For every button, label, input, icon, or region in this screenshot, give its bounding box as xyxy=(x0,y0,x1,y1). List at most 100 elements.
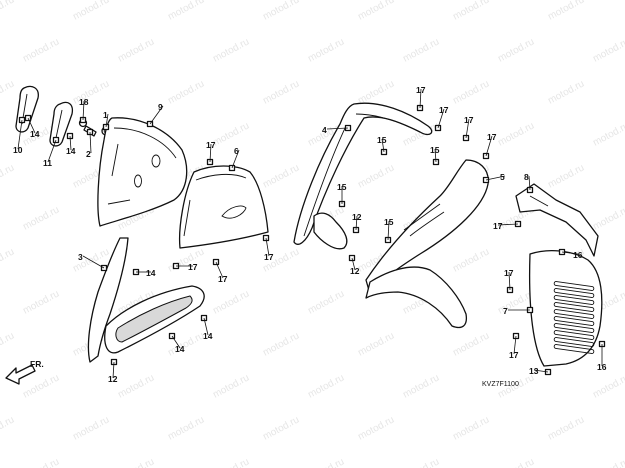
callout-number: 17 xyxy=(264,252,274,262)
watermark-text: motod.ru xyxy=(591,120,625,148)
watermark-text: motod.ru xyxy=(591,36,625,64)
watermark-text: motod.ru xyxy=(166,414,206,442)
leader-line xyxy=(465,118,470,139)
callout-number: 9 xyxy=(158,102,163,112)
callout-number: 17 xyxy=(218,274,228,284)
callout-number: 2 xyxy=(86,149,91,159)
watermark-text: motod.ru xyxy=(356,330,396,358)
leader-line xyxy=(265,237,270,257)
watermark-text: motod.ru xyxy=(546,78,586,106)
direction-label: FR. xyxy=(30,359,44,369)
callout-number: 17 xyxy=(493,221,503,231)
part-11-oval-lens xyxy=(49,101,74,147)
part-8-bracket xyxy=(515,183,599,257)
leader-line xyxy=(528,175,531,191)
callout-number: 17 xyxy=(504,268,514,278)
watermark-text: motod.ru xyxy=(261,162,301,190)
callout-number: 12 xyxy=(352,212,362,222)
callout-number: 17 xyxy=(509,350,519,360)
leader-line xyxy=(381,138,385,153)
watermark-text: motod.ru xyxy=(401,372,441,400)
leader-line xyxy=(326,127,349,130)
grille-slot xyxy=(553,337,595,347)
watermark-text: motod.ru xyxy=(211,36,251,64)
watermark-text: motod.ru xyxy=(306,36,346,64)
callout-number: 11 xyxy=(43,158,52,168)
callout-number: 14 xyxy=(30,129,40,139)
watermark-text: motod.ru xyxy=(21,204,61,232)
watermark-text: motod.ru xyxy=(496,36,536,64)
watermark-text: motod.ru xyxy=(261,414,301,442)
callout-number: 8 xyxy=(524,172,529,182)
watermark-text: motod.ru xyxy=(451,330,491,358)
callout-number: 17 xyxy=(206,140,216,150)
leader-line xyxy=(508,271,511,291)
part-7-grille-panel xyxy=(528,249,603,367)
grille-slot xyxy=(553,323,595,333)
leader-line xyxy=(82,100,85,121)
leader-line xyxy=(17,119,23,150)
leader-line xyxy=(351,257,356,271)
watermark-text: motod.ru xyxy=(356,78,396,106)
leader-line xyxy=(203,317,209,336)
leader-line xyxy=(437,108,445,129)
watermark-text: motod.ru xyxy=(71,414,111,442)
leader-line xyxy=(105,113,109,128)
watermark-text: motod.ru xyxy=(116,456,156,468)
callout-number: 12 xyxy=(108,374,118,384)
watermark-text: motod.ru xyxy=(451,414,491,442)
watermark-text: motod.ru xyxy=(0,162,16,190)
watermark-text: motod.ru xyxy=(496,456,536,468)
watermark-text: motod.ru xyxy=(0,414,16,442)
callout-number: 15 xyxy=(337,182,347,192)
callout-number: 3 xyxy=(78,252,83,262)
watermark-text: motod.ru xyxy=(591,456,625,468)
watermark-text: motod.ru xyxy=(546,162,586,190)
part-4-inner-cover xyxy=(293,102,433,250)
part-9-windscreen xyxy=(97,117,188,227)
callout-number: 15 xyxy=(430,145,440,155)
drawing-code: KVZ7F1100 xyxy=(482,381,519,388)
callout-number: 7 xyxy=(503,306,508,316)
watermark-text: motod.ru xyxy=(261,0,301,23)
callout-number: 17 xyxy=(464,115,474,125)
leader-lines xyxy=(17,88,603,379)
callout-number: 1 xyxy=(103,110,108,120)
callout-number: 17 xyxy=(487,132,497,142)
watermark-text: motod.ru xyxy=(0,78,16,106)
callout-number: 6 xyxy=(234,146,239,156)
leader-line xyxy=(112,361,115,379)
leader-line xyxy=(355,215,358,231)
watermark-text: motod.ru xyxy=(306,288,346,316)
watermark-text: motod.ru xyxy=(261,78,301,106)
watermark-text: motod.ru xyxy=(451,246,491,274)
watermark-text: motod.ru xyxy=(166,78,206,106)
watermark-text: motod.ru xyxy=(166,0,206,23)
callout-number: 17 xyxy=(439,105,449,115)
leader-line xyxy=(27,117,36,134)
leader-line xyxy=(209,143,212,163)
callout-number: 15 xyxy=(384,217,394,227)
watermark-text: motod.ru xyxy=(356,0,396,23)
watermark-text: motod.ru xyxy=(116,372,156,400)
grille-slot xyxy=(553,309,595,319)
leader-line xyxy=(497,223,519,226)
front-direction-arrow: FR. xyxy=(5,359,44,385)
grille-slot xyxy=(553,295,595,305)
callout-number: 17 xyxy=(188,262,198,272)
watermark-text: motod.ru xyxy=(546,0,586,23)
watermark-text: motod.ru xyxy=(546,414,586,442)
watermark-text: motod.ru xyxy=(166,246,206,274)
watermark-text: motod.ru xyxy=(591,204,625,232)
grille-slot xyxy=(553,302,595,312)
callout-number: 14 xyxy=(175,344,185,354)
part-10-oval-lens xyxy=(15,85,39,133)
watermark-text: motod.ru xyxy=(401,456,441,468)
callout-number: 15 xyxy=(377,135,387,145)
watermark-text: motod.ru xyxy=(211,456,251,468)
watermark-text: motod.ru xyxy=(591,372,625,400)
watermark-text: motod.ru xyxy=(211,120,251,148)
callout-number: 16 xyxy=(597,362,607,372)
grille-slot xyxy=(553,281,595,291)
